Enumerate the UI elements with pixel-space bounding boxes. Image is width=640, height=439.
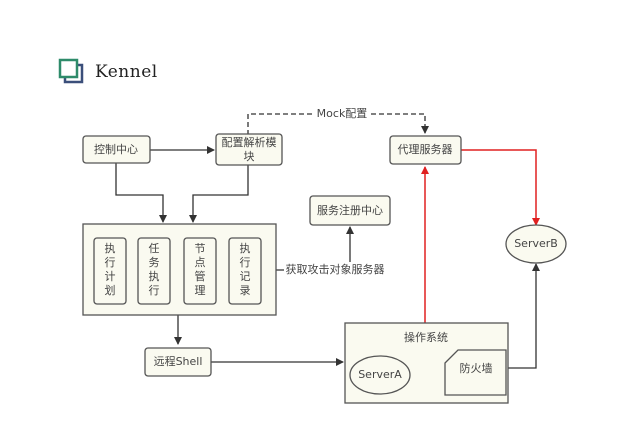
svg-text:代理服务器: 代理服务器 xyxy=(398,143,453,156)
svg-text:ServerB: ServerB xyxy=(514,237,558,250)
node-server-a[interactable]: ServerA xyxy=(349,355,411,395)
svg-text:执: 执 xyxy=(149,269,160,283)
node-service-registry[interactable]: 服务注册中心 xyxy=(309,195,391,226)
node-executor-group[interactable]: 执 行 计 划 任 务 执 行 节 点 管 理 执 行 记 录 xyxy=(82,223,277,316)
svg-text:点: 点 xyxy=(195,256,206,269)
node-server-b[interactable]: ServerB xyxy=(505,224,567,264)
executor-item-node-mgmt[interactable]: 节 点 管 理 xyxy=(183,237,217,305)
edge-proxy-to-serverb xyxy=(461,149,540,226)
executor-item-task[interactable]: 任 务 执 行 xyxy=(137,237,171,305)
edge-control-to-executor xyxy=(115,163,167,223)
edge-label-get-targets: 获取攻击对象服务器 xyxy=(286,262,385,276)
svg-text:执: 执 xyxy=(240,241,251,255)
node-proxy-server[interactable]: 代理服务器 xyxy=(389,135,462,165)
svg-text:行: 行 xyxy=(149,284,160,297)
svg-text:管: 管 xyxy=(195,269,206,283)
svg-text:配置解析模: 配置解析模 xyxy=(222,135,277,149)
node-control-center[interactable]: 控制中心 xyxy=(82,135,151,164)
edge-mock-config xyxy=(247,113,429,135)
edge-label-mock-config: Mock配置 xyxy=(317,107,368,120)
svg-text:防火墙: 防火墙 xyxy=(460,361,493,375)
svg-text:控制中心: 控制中心 xyxy=(94,142,138,156)
page-title: Kennel xyxy=(95,62,158,82)
node-firewall[interactable]: 防火墙 xyxy=(444,349,507,396)
svg-text:任: 任 xyxy=(149,242,160,255)
svg-text:划: 划 xyxy=(105,284,116,297)
svg-text:执: 执 xyxy=(105,241,116,255)
os-group-label: 操作系统 xyxy=(404,330,448,344)
logo-icon xyxy=(58,58,84,84)
svg-text:服务注册中心: 服务注册中心 xyxy=(317,203,383,217)
edge-parser-to-executor xyxy=(189,165,249,223)
svg-text:记: 记 xyxy=(240,270,251,283)
svg-text:计: 计 xyxy=(105,270,116,283)
node-remote-shell[interactable]: 远程Shell xyxy=(144,347,212,377)
executor-item-plan[interactable]: 执 行 计 划 xyxy=(93,237,127,305)
executor-item-record[interactable]: 执 行 记 录 xyxy=(228,237,262,305)
svg-text:理: 理 xyxy=(195,284,206,297)
svg-text:ServerA: ServerA xyxy=(358,368,402,381)
svg-text:节: 节 xyxy=(195,242,206,255)
svg-text:远程Shell: 远程Shell xyxy=(154,355,203,368)
svg-text:录: 录 xyxy=(240,284,251,297)
node-os-group[interactable]: 操作系统 ServerA 防火墙 xyxy=(344,322,509,404)
svg-text:块: 块 xyxy=(244,150,255,163)
node-config-parser[interactable]: 配置解析模 块 xyxy=(215,133,283,166)
edges: Mock配置 获取攻击对象服务器 xyxy=(115,106,540,379)
svg-text:行: 行 xyxy=(240,256,251,269)
svg-text:行: 行 xyxy=(105,256,116,269)
edge-firewall-to-serverb xyxy=(506,263,540,369)
svg-text:务: 务 xyxy=(149,256,160,269)
